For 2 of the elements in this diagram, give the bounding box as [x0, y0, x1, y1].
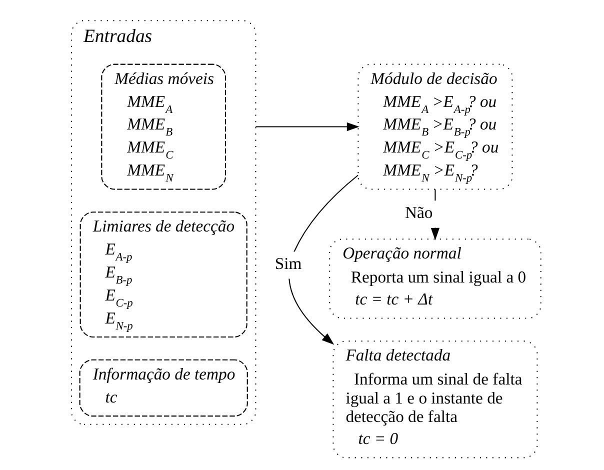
edge-label: Sim	[274, 254, 302, 274]
edge-label: Não	[405, 203, 433, 222]
